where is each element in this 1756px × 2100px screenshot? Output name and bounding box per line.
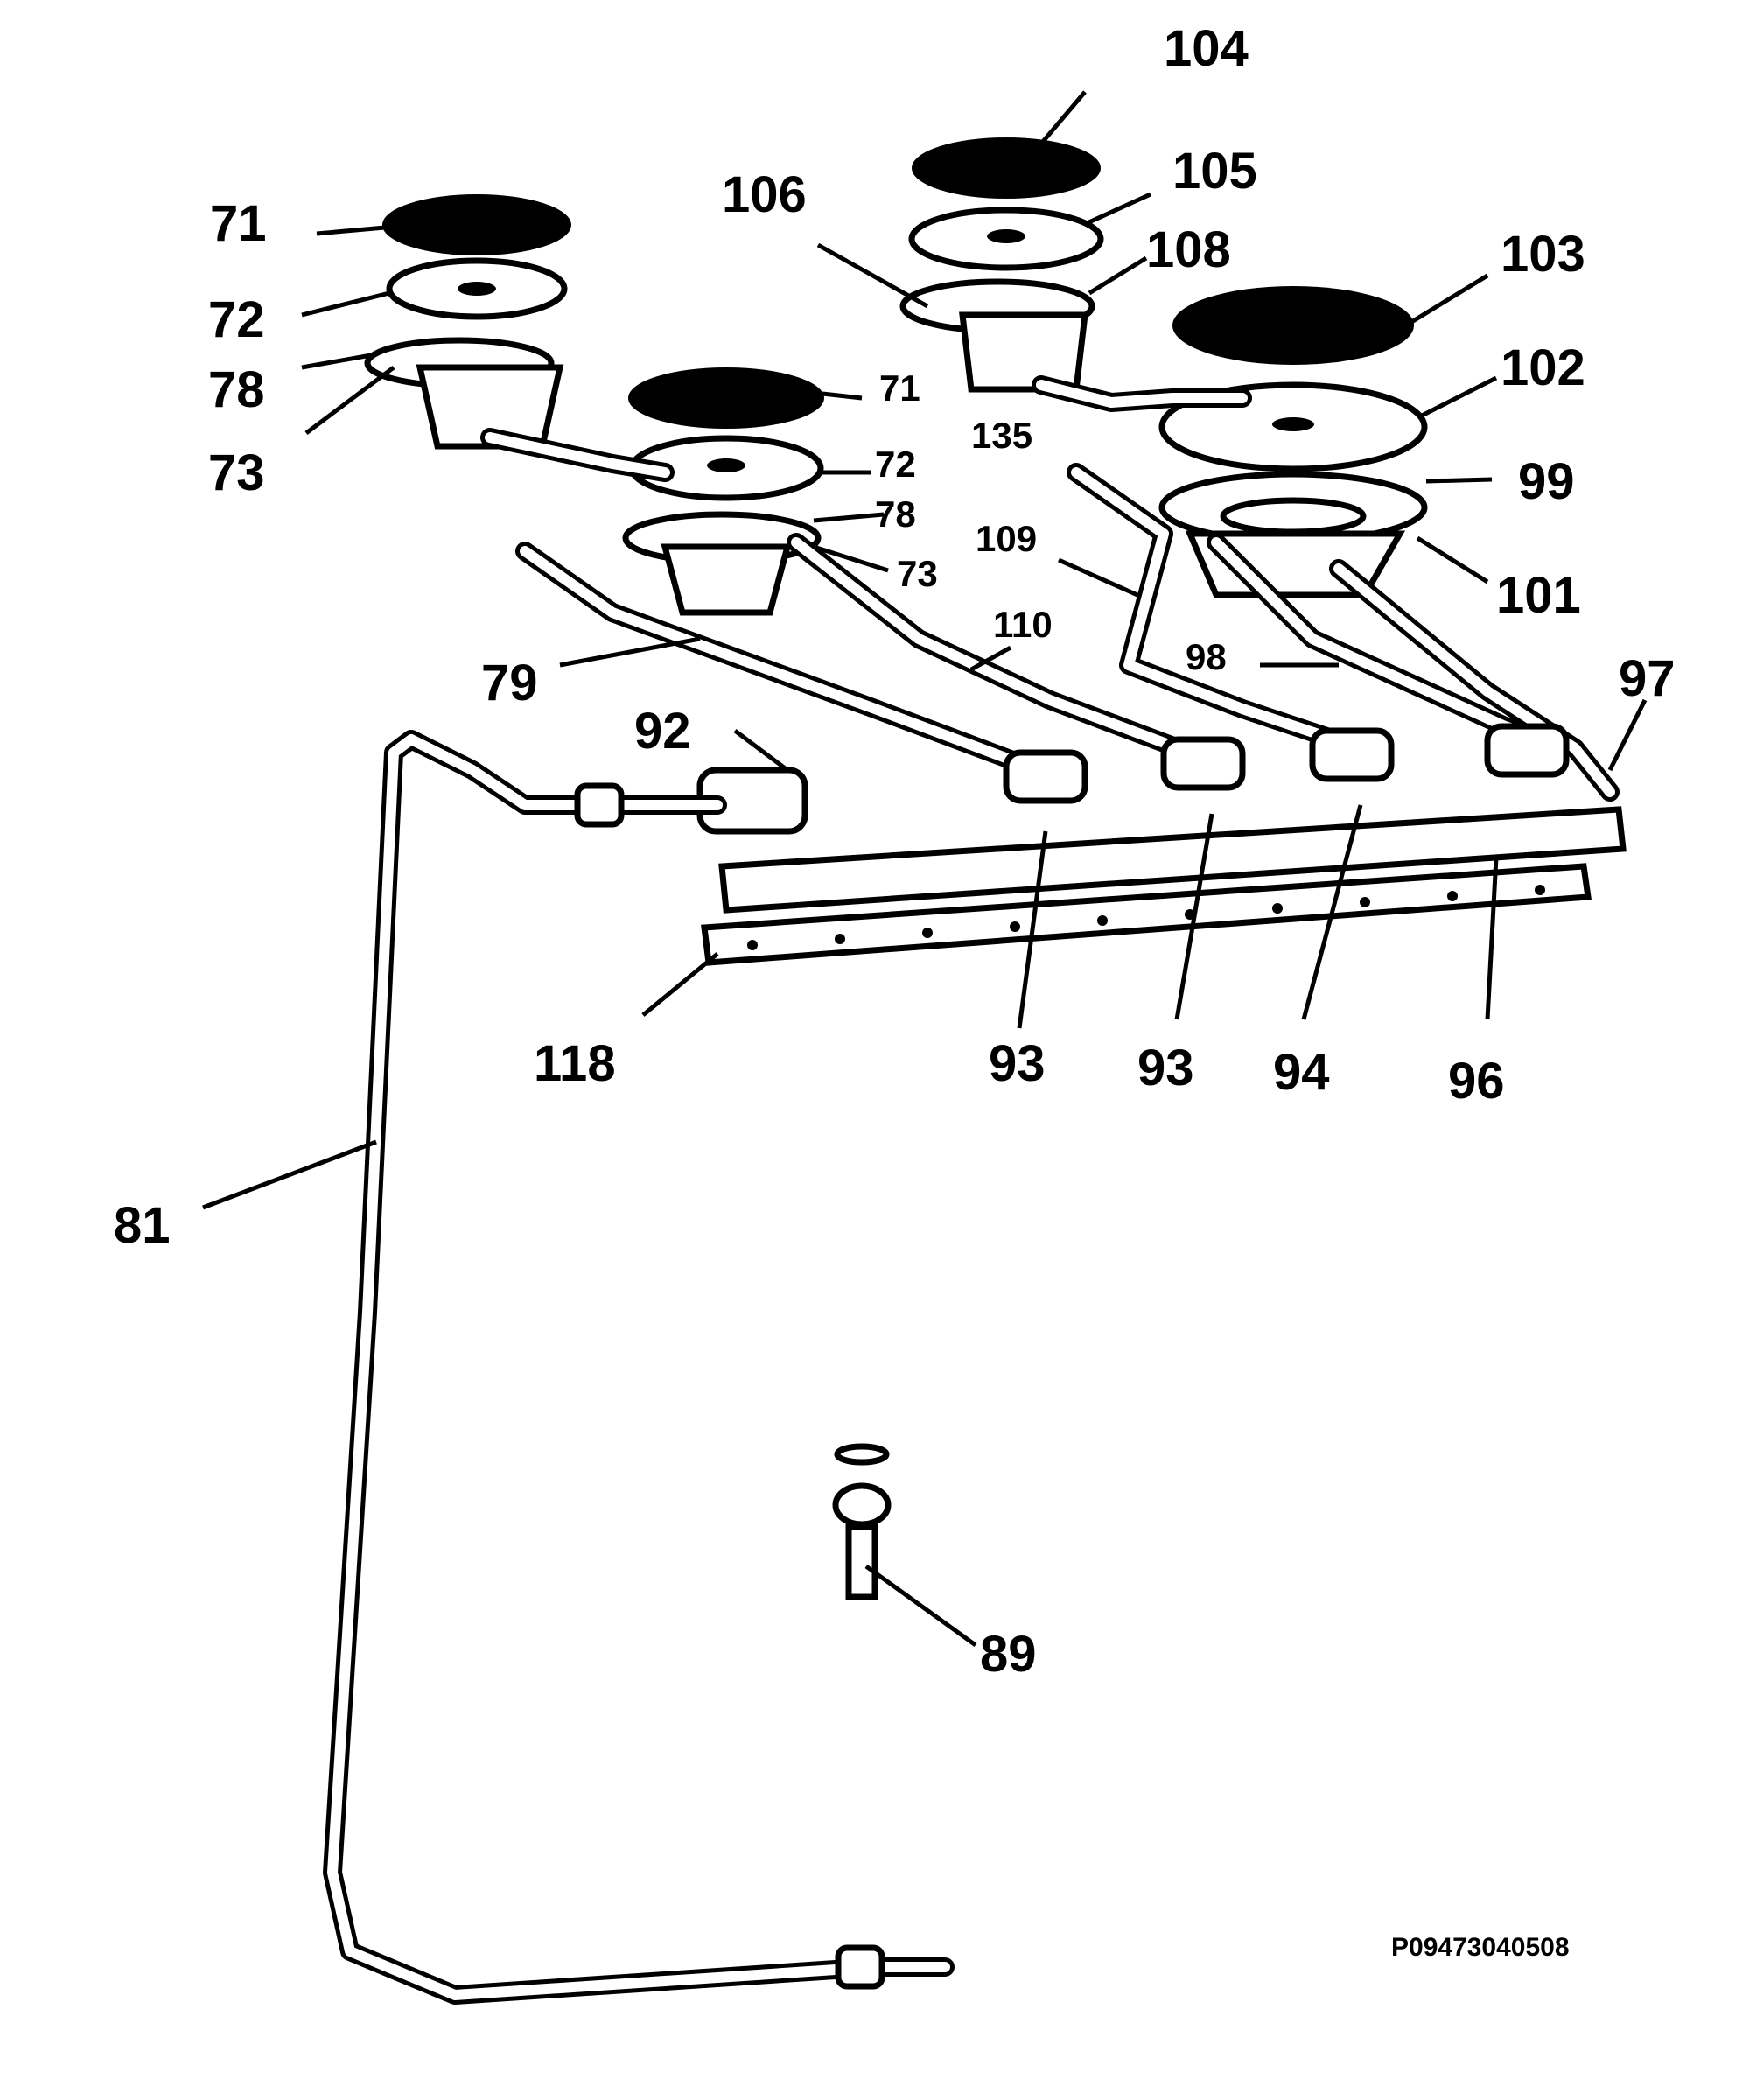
callout-105: 105	[1172, 143, 1257, 200]
manifold-bracket-118	[701, 863, 1592, 966]
callout-110: 110	[993, 604, 1053, 645]
burner-left-rear	[364, 194, 571, 450]
callout-106: 106	[722, 166, 807, 223]
callout-72-center: 72	[875, 444, 916, 485]
valve-93b	[1160, 736, 1246, 791]
burner-large-right	[1158, 286, 1428, 598]
callout-98: 98	[1186, 636, 1227, 677]
burner-crown-center	[458, 282, 496, 296]
burner-crown-center-c	[987, 229, 1025, 243]
callout-78-center: 78	[875, 494, 916, 535]
callout-97: 97	[1619, 650, 1676, 707]
callout-81: 81	[114, 1197, 171, 1254]
callout-109: 109	[976, 518, 1037, 559]
fitting-89	[832, 1443, 892, 1600]
callout-135: 135	[971, 415, 1032, 456]
burner-right-rear	[899, 137, 1104, 393]
burner-cup-73b	[661, 543, 792, 616]
callout-71-center: 71	[879, 368, 920, 409]
callout-72: 72	[208, 291, 265, 348]
callout-102: 102	[1501, 340, 1585, 396]
fitting-stem	[845, 1523, 878, 1600]
burner-cap-71	[382, 194, 571, 256]
callout-79: 79	[481, 654, 538, 711]
supply-nut	[574, 782, 625, 828]
burner-crown-center-d	[1272, 417, 1314, 431]
burner-cap-103	[1172, 286, 1414, 365]
supply-end-nut	[835, 1944, 885, 1990]
callout-93-first: 93	[989, 1035, 1046, 1092]
burner-cap-71b	[628, 368, 824, 429]
callout-73: 73	[208, 444, 265, 501]
burner-center	[622, 368, 824, 616]
callout-99: 99	[1518, 453, 1575, 510]
manifold	[701, 806, 1627, 966]
drawing-code: P09473040508	[1391, 1933, 1570, 1962]
callout-96: 96	[1448, 1053, 1505, 1110]
valve-93a	[1003, 749, 1088, 804]
fitting-washer	[834, 1443, 890, 1466]
callout-108: 108	[1146, 221, 1231, 278]
manifold-bar	[718, 806, 1627, 914]
callout-101: 101	[1496, 567, 1581, 624]
leader-lines	[202, 90, 1648, 1648]
callout-92: 92	[634, 703, 691, 760]
valves	[696, 723, 1570, 835]
callout-78: 78	[208, 361, 265, 418]
callout-104: 104	[1164, 20, 1249, 77]
valve-96	[1484, 723, 1570, 778]
callout-118: 118	[534, 1035, 616, 1092]
supply-pipe-81	[323, 730, 955, 2005]
callout-89: 89	[980, 1626, 1037, 1683]
callout-93-second: 93	[1137, 1040, 1194, 1096]
callout-103: 103	[1501, 226, 1585, 283]
burner-inner-ring	[1220, 497, 1367, 536]
valve-94	[1309, 727, 1395, 782]
fitting-nut	[832, 1482, 892, 1528]
callout-71: 71	[210, 195, 267, 252]
burner-cup-106	[959, 312, 1088, 393]
callout-labels: 71 72 78 73 71 72 78 73 104 105 106 108 …	[114, 20, 1676, 1962]
burner-cap-104	[912, 137, 1101, 199]
burner-crown-center-b	[707, 458, 745, 472]
callout-94: 94	[1273, 1044, 1330, 1101]
callout-73-center: 73	[897, 553, 938, 594]
